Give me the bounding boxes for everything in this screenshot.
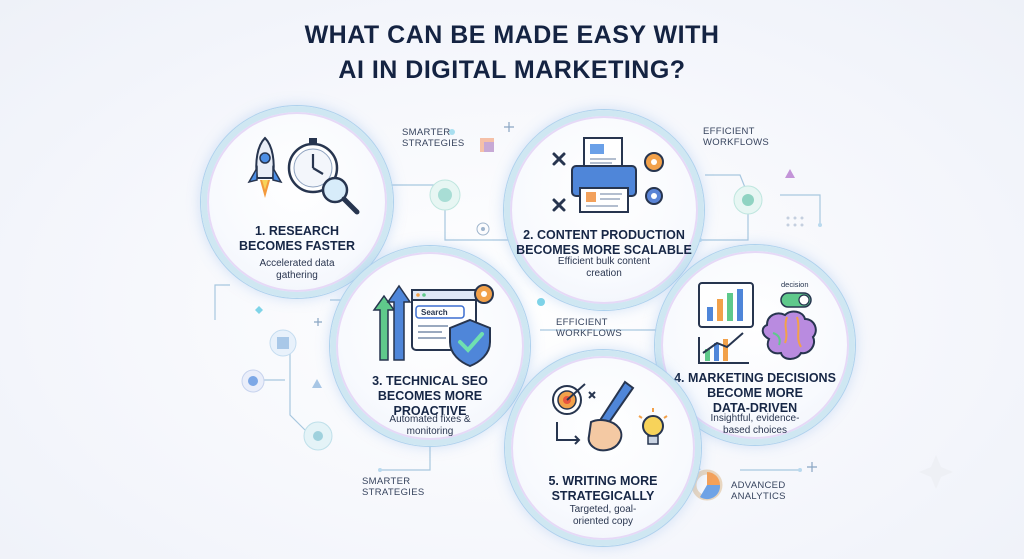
writing-illustration bbox=[552, 380, 668, 452]
lightbulb-icon bbox=[638, 408, 668, 445]
writing-subtitle: Targeted, goal-oriented copy bbox=[569, 504, 637, 527]
bar-chart-icon bbox=[698, 282, 754, 364]
pen-hand-icon bbox=[587, 380, 635, 452]
target-icon bbox=[552, 383, 586, 415]
magnifier-icon bbox=[321, 176, 360, 215]
printer-icon bbox=[571, 137, 637, 213]
cross-icon bbox=[588, 391, 596, 399]
research-illustration bbox=[247, 136, 360, 215]
rocket-icon bbox=[247, 136, 283, 198]
title-line-2: AI IN DIGITAL MARKETING? bbox=[338, 56, 686, 84]
page-title: WHAT CAN BE MADE EASY WITH AI IN DIGITAL… bbox=[0, 18, 1024, 88]
marketing-decisions-subtitle: Insightful, evidence-based choices bbox=[710, 413, 800, 436]
technical-seo-subtitle: Automated fixes &monitoring bbox=[389, 414, 471, 437]
gear-icon bbox=[644, 152, 664, 205]
title-line-1: WHAT CAN BE MADE EASY WITH bbox=[304, 21, 720, 49]
arrows-up-icon bbox=[372, 284, 412, 361]
search-box-text: Search bbox=[421, 308, 448, 317]
shield-check-icon bbox=[449, 318, 491, 368]
content-illustration bbox=[552, 137, 664, 213]
decisions-illustration: decision bbox=[698, 280, 817, 364]
cross-icon bbox=[552, 152, 566, 212]
toggle-label: decision bbox=[781, 280, 809, 289]
stopwatch-icon bbox=[287, 138, 339, 194]
brain-icon bbox=[761, 310, 817, 360]
toggle-icon bbox=[780, 292, 812, 308]
seo-illustration: Search bbox=[372, 284, 494, 368]
gear-icon bbox=[474, 284, 494, 304]
